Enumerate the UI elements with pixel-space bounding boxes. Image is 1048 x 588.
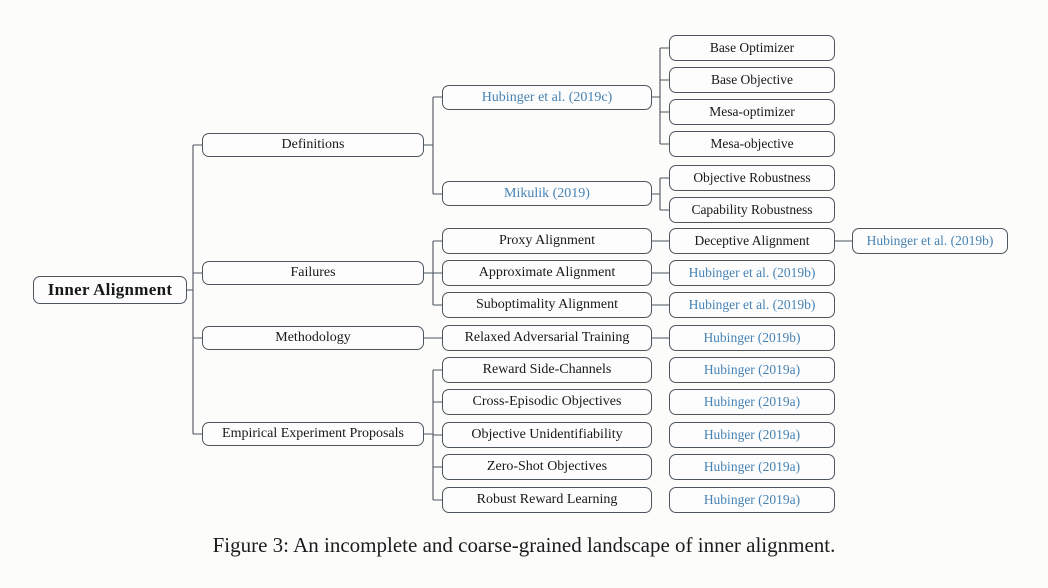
node-base-optimizer: Base Optimizer bbox=[669, 35, 835, 61]
node-base-objective: Base Objective bbox=[669, 67, 835, 93]
node-methodology: Methodology bbox=[202, 326, 424, 350]
node-citation-hubinger-2019a-zero-shot: Hubinger (2019a) bbox=[669, 454, 835, 480]
node-citation-mikulik-2019: Mikulik (2019) bbox=[442, 181, 652, 206]
node-objective-robustness: Objective Robustness bbox=[669, 165, 835, 191]
node-objective-unidentifiability: Objective Unidentifiability bbox=[442, 422, 652, 448]
node-citation-hubinger-2019b-deceptive: Hubinger et al. (2019b) bbox=[852, 228, 1008, 254]
node-mesa-optimizer: Mesa-optimizer bbox=[669, 99, 835, 125]
node-definitions: Definitions bbox=[202, 133, 424, 157]
node-proxy-alignment: Proxy Alignment bbox=[442, 228, 652, 254]
node-failures: Failures bbox=[202, 261, 424, 285]
node-citation-hubinger-2019a-cross-episodic: Hubinger (2019a) bbox=[669, 389, 835, 415]
node-citation-hubinger-2019c: Hubinger et al. (2019c) bbox=[442, 85, 652, 110]
figure-caption: Figure 3: An incomplete and coarse-grain… bbox=[212, 533, 836, 557]
node-citation-hubinger-2019b-suboptimality: Hubinger et al. (2019b) bbox=[669, 292, 835, 318]
node-citation-hubinger-2019a-objective-unidentifiability: Hubinger (2019a) bbox=[669, 422, 835, 448]
node-citation-hubinger-2019a-robust-reward: Hubinger (2019a) bbox=[669, 487, 835, 513]
node-reward-side-channels: Reward Side-Channels bbox=[442, 357, 652, 383]
node-mesa-objective: Mesa-objective bbox=[669, 131, 835, 157]
node-cross-episodic-objectives: Cross-Episodic Objectives bbox=[442, 389, 652, 415]
node-robust-reward-learning: Robust Reward Learning bbox=[442, 487, 652, 513]
node-zero-shot-objectives: Zero-Shot Objectives bbox=[442, 454, 652, 480]
node-relaxed-adversarial-training: Relaxed Adversarial Training bbox=[442, 325, 652, 351]
node-empirical-experiment-proposals: Empirical Experiment Proposals bbox=[202, 422, 424, 446]
node-suboptimality-alignment: Suboptimality Alignment bbox=[442, 292, 652, 318]
node-capability-robustness: Capability Robustness bbox=[669, 197, 835, 223]
node-inner-alignment: Inner Alignment bbox=[33, 276, 187, 304]
node-deceptive-alignment: Deceptive Alignment bbox=[669, 228, 835, 254]
node-citation-hubinger-2019a-reward-side-channels: Hubinger (2019a) bbox=[669, 357, 835, 383]
node-approximate-alignment: Approximate Alignment bbox=[442, 260, 652, 286]
node-citation-hubinger-2019b-approximate: Hubinger et al. (2019b) bbox=[669, 260, 835, 286]
node-citation-hubinger-2019b-methodology: Hubinger (2019b) bbox=[669, 325, 835, 351]
